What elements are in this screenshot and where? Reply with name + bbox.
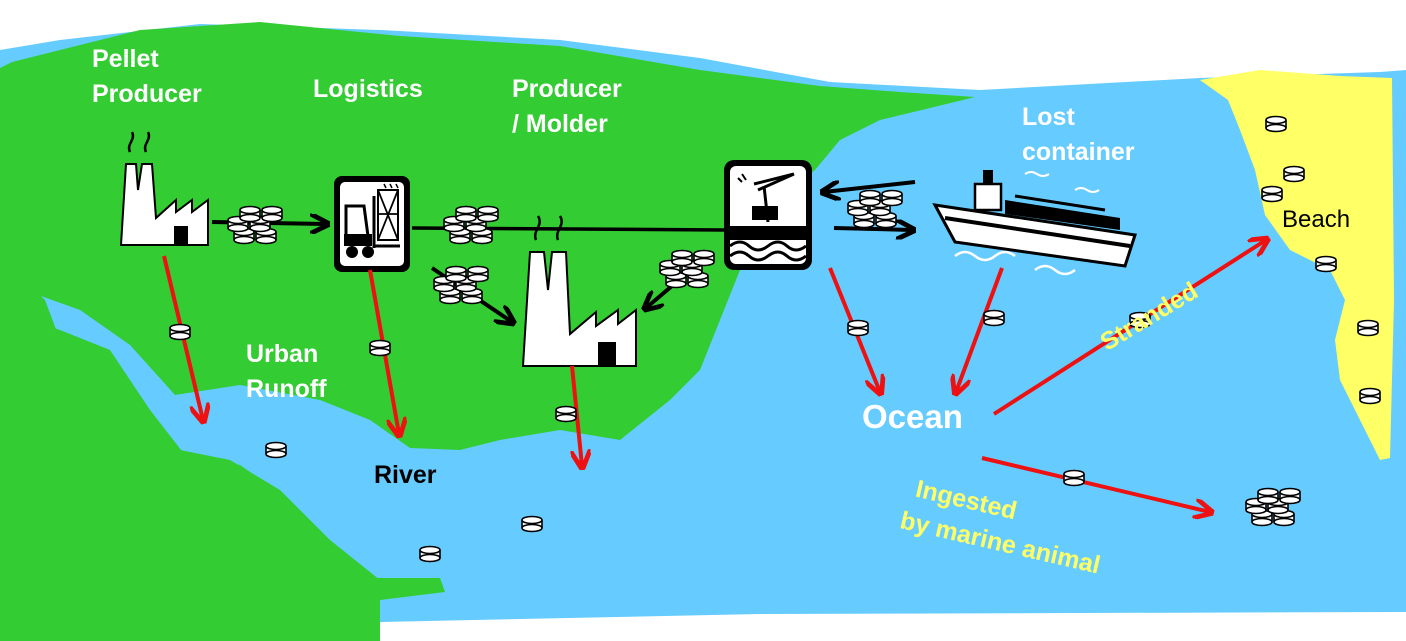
pellet-icon — [169, 323, 191, 341]
pellet-icon — [555, 405, 577, 423]
lower-land-mass — [0, 276, 445, 641]
lost-container-label: Lost container — [1022, 103, 1135, 166]
container-ship-icon — [932, 170, 1137, 276]
producer-molder-label: Producer / Molder — [512, 75, 622, 138]
river-label: River — [374, 461, 437, 489]
pellet-icon — [983, 309, 1005, 327]
pellet-icon — [1357, 319, 1379, 337]
ship-leak-arrow — [956, 267, 1004, 392]
beach-area — [1200, 70, 1394, 460]
pellet-icon — [1315, 255, 1337, 273]
pellet-icon — [1265, 115, 1287, 133]
factory-icon — [521, 215, 637, 367]
pellet-icon — [521, 515, 543, 533]
port-to-ship-arrow — [833, 228, 912, 230]
pellet-producer-label: Pellet Producer — [92, 45, 202, 108]
bottom-white-strip — [380, 612, 1406, 641]
stranded-arrow — [992, 240, 1266, 416]
molder-leak-arrow — [570, 365, 582, 466]
pellet-icon — [847, 319, 869, 337]
pellet-icon — [419, 545, 441, 563]
port-crane-icon — [724, 160, 812, 270]
factory-icon — [119, 131, 209, 246]
pellet-icon — [1283, 165, 1305, 183]
ocean-label: Ocean — [862, 398, 963, 435]
beach-label: Beach — [1282, 206, 1351, 233]
forklift-icon — [334, 176, 410, 272]
logistics-label: Logistics — [313, 75, 423, 103]
ship-to-port-arrow — [824, 180, 916, 192]
ingested-arrow — [981, 456, 1210, 512]
pellet-icon — [1359, 387, 1381, 405]
urban-runoff-label: Urban Runoff — [246, 340, 327, 403]
top-white-strip — [0, 0, 1406, 90]
pellet-icon — [265, 441, 287, 459]
pellet-icon — [1261, 185, 1283, 203]
pellet-icon — [369, 339, 391, 357]
pellet-icon — [1063, 469, 1085, 487]
